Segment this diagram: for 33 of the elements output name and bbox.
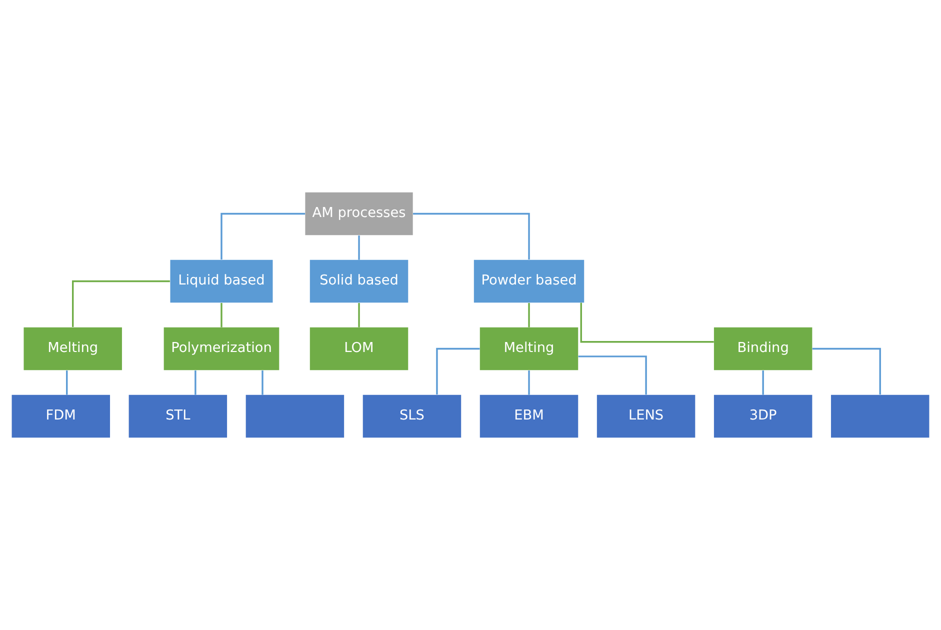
node-box: SLS	[362, 394, 462, 438]
connector	[262, 370, 264, 395]
connector	[358, 236, 360, 260]
connector	[578, 356, 647, 395]
node-box: STL	[128, 394, 228, 438]
node-box: LOM	[310, 327, 408, 370]
connector	[528, 302, 530, 328]
connector	[72, 280, 170, 328]
connector	[194, 370, 196, 395]
node-box: Liquid based	[170, 260, 273, 303]
connector	[413, 212, 530, 260]
node-box: Powder based	[474, 260, 584, 303]
connector	[220, 212, 306, 260]
connector	[358, 302, 360, 328]
connector	[762, 370, 764, 395]
connector	[436, 348, 480, 394]
connector	[528, 370, 530, 395]
connector	[66, 370, 68, 395]
node-box: Melting	[480, 327, 578, 370]
connector	[220, 302, 222, 328]
node-box: Melting	[24, 327, 122, 370]
node-box: 3DP	[714, 394, 812, 438]
node-box: Solid based	[310, 260, 408, 303]
node-box	[831, 394, 930, 438]
node-box: LENS	[596, 394, 696, 438]
node-box	[246, 394, 344, 438]
node-box: FDM	[12, 394, 110, 438]
connector	[812, 348, 881, 394]
node-box: EBM	[480, 394, 578, 438]
node-box: Binding	[714, 327, 812, 370]
node-box: Polymerization	[164, 327, 280, 370]
node-box: AM processes	[305, 192, 413, 236]
connector	[580, 302, 714, 343]
